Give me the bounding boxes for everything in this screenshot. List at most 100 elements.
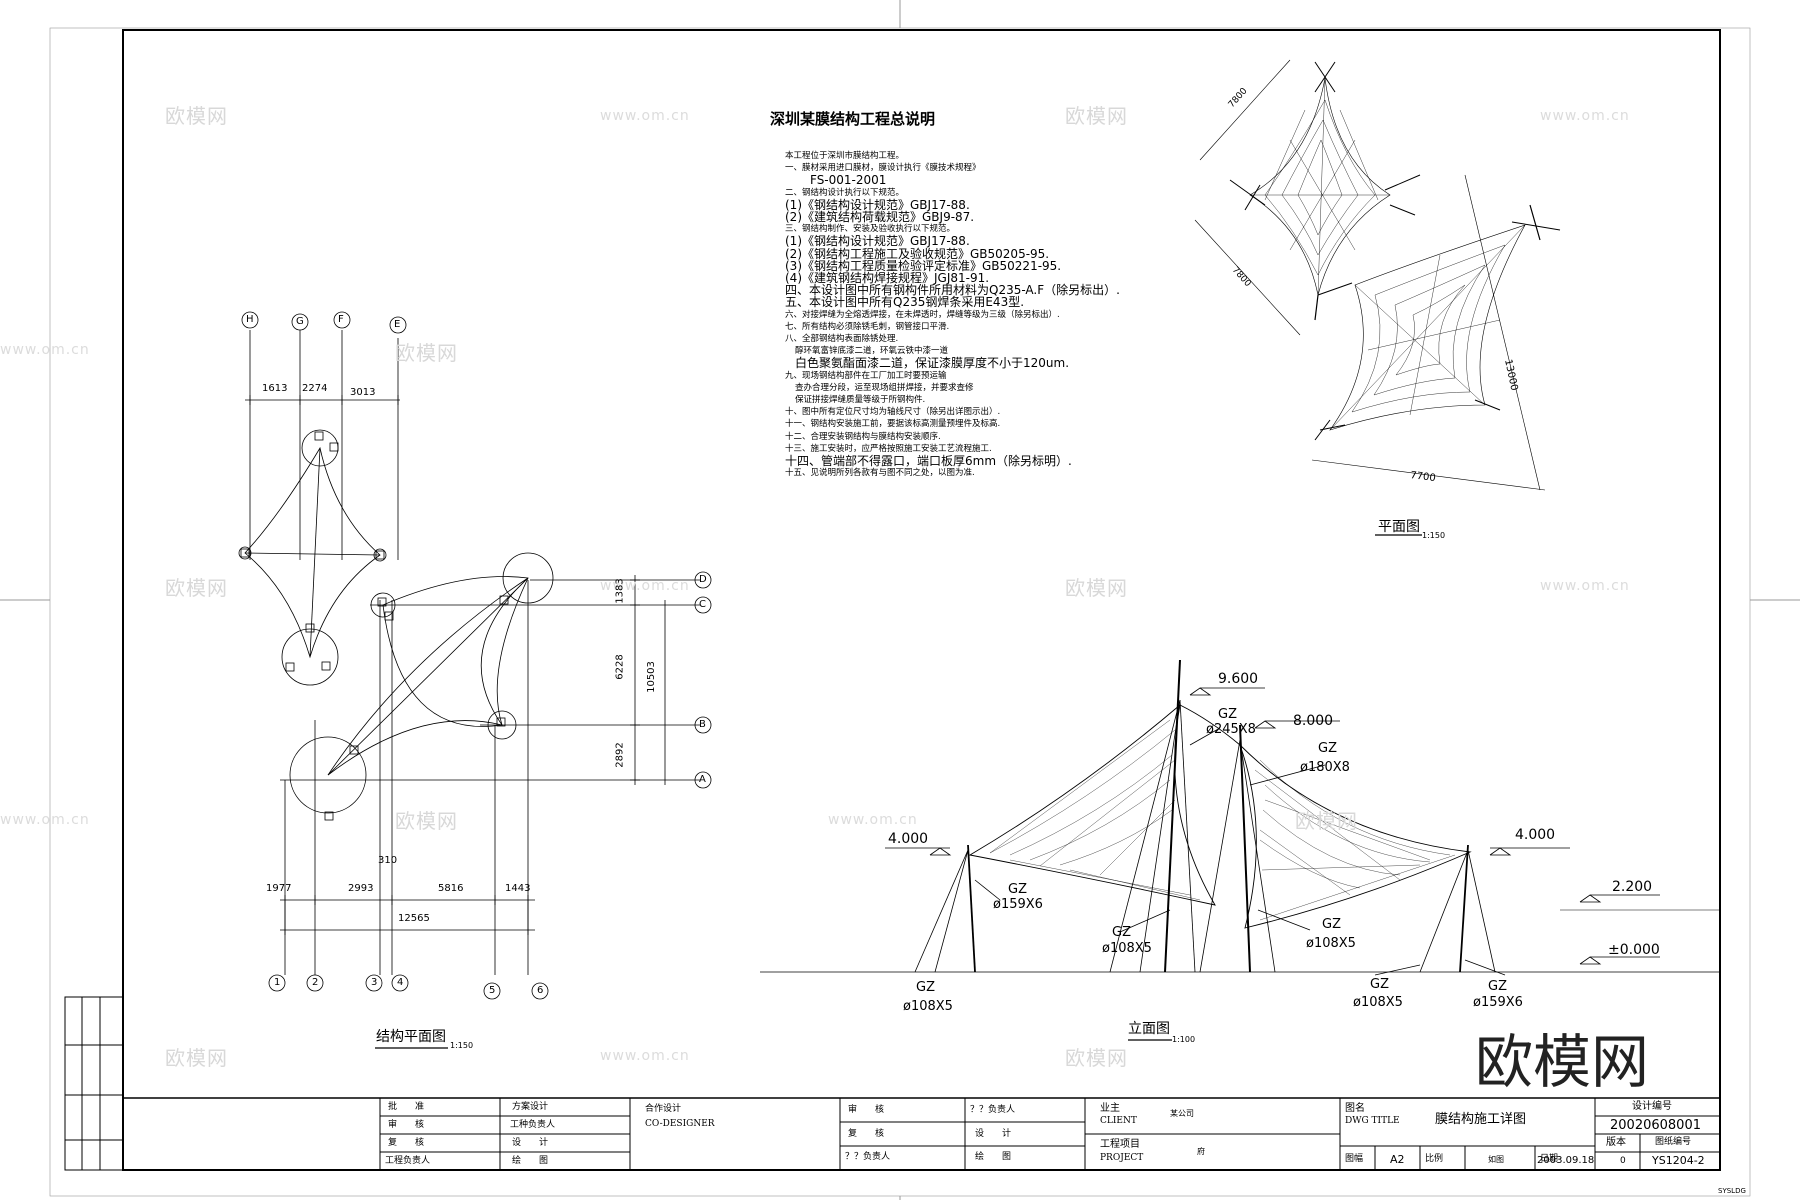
watermark-url-5: www.om.cn [1540,578,1630,594]
notes-title: 深圳某膜结构工程总说明 [770,110,936,128]
tb-design-2: 设 计 [975,1129,1012,1139]
member-gz-4-size: ø108X5 [1102,941,1152,956]
member-gz-2-type: GZ [1318,741,1337,756]
member-gz-1-type: GZ [1218,707,1237,722]
dim-right-2: 6228 [614,654,626,680]
note-line: 四、本设计图中所有钢构件所用材料为Q235-A.F（除另标出）. [785,283,1120,298]
axis-label-6: 6 [537,985,544,996]
svg-text:7700: 7700 [1410,470,1437,484]
tb-recheck-2: 复 核 [848,1129,885,1139]
elevation-scale: 1:100 [1172,1035,1196,1044]
dim-bottom-1: 1977 [266,883,292,894]
dim-bottom-4: 1443 [505,883,531,894]
dim-top-3: 3013 [350,387,376,398]
dim-bottom-3: 5816 [438,883,464,894]
elevation-title: 立面图 [1128,1021,1170,1037]
tb-rev-label: 版本 [1606,1137,1626,1148]
note-line: 十二、合理安装钢结构与膜结构安装顺序. [785,431,941,442]
member-gz-5-type: GZ [1322,917,1341,932]
watermark-url-2: www.om.cn [1540,108,1630,124]
tb-scale-value: 如图 [1488,1155,1504,1164]
note-line: FS-001-2001 [810,173,887,188]
dim-top-1: 1613 [262,383,288,394]
note-line: (2)《钢结构工程施工及验收规范》GB50205-95. [785,246,1050,261]
member-gz-6-size: ø108X5 [903,999,953,1014]
tb-design: 设 计 [512,1138,549,1148]
dim-right-1: 1383 [614,578,626,604]
plan-view-title: 平面图 [1378,519,1420,535]
tb-sheet-label: 图纸编号 [1655,1137,1692,1147]
tb-owner: 业主 [1100,1103,1120,1114]
note-line: 七、所有结构必须除锈毛刺，钢管接口平滑. [785,321,950,332]
structural-plan-scale: 1:150 [450,1041,474,1050]
watermark-brand-5: 欧模网 [1065,576,1128,600]
member-gz-7-type: GZ [1370,977,1389,992]
member-gz-2-size: ø180X8 [1300,760,1350,775]
member-gz-8-size: ø159X6 [1473,995,1523,1010]
note-line: 十三、施工安装时，应严格按照施工安装工艺流程施工. [785,443,992,454]
member-gz-5-size: ø108X5 [1306,936,1356,951]
note-line: 白色聚氨酯面漆二道，保证漆膜厚度不小于120um. [795,356,1070,371]
note-line: (1)《钢结构设计规范》GBJ17-88. [785,234,970,249]
tb-recheck: 复 核 [388,1138,425,1148]
member-gz-8-type: GZ [1488,979,1507,994]
watermark-url-7: www.om.cn [0,812,90,828]
level-4000-right: 4.000 [1515,827,1556,843]
tb-design-no-label: 设计编号 [1632,1101,1672,1112]
note-line: 六、对接焊缝为全熔透焊接，在未焊透时，焊缝等级为三级（除另标出）. [785,309,1060,320]
axis-label-1: 1 [274,977,281,988]
tb-lead-q-2: ？？负责人 [970,1105,1016,1115]
tb-drawing: 绘 图 [512,1156,549,1166]
level-8000: 8.000 [1293,713,1334,729]
member-gz-6-type: GZ [916,980,935,995]
note-line: 一、膜材采用进口膜材，膜设计执行《膜技术规程》 [785,163,981,174]
dim-extra: 310 [378,855,398,866]
level-2200: 2.200 [1612,879,1653,895]
tb-project-value: 府 [1197,1147,1205,1156]
axis-label-d: D [699,574,707,585]
axis-label-4: 4 [397,977,404,988]
axis-label-g: G [296,316,304,327]
tb-approve: 批 准 [388,1102,425,1112]
watermark-url-6: www.om.cn [828,812,918,828]
plan-view-drawing: 7800 7800 13000 7700 [1194,59,1561,536]
note-line: 五、本设计图中所有Q235钢焊条采用E43型. [785,295,1025,310]
note-line: 十五、见说明所列各款有与图不同之处，以图为准. [785,468,975,479]
corner-mark: SYSLDG [1718,1187,1746,1195]
tb-sheet-value: YS1204-2 [1652,1154,1705,1167]
note-line: 十、图中所有定位尺寸均为轴线尺寸（除另出详图示出）. [785,407,1001,418]
member-gz-3-size: ø159X6 [993,897,1043,912]
tb-review: 审 核 [388,1120,425,1130]
watermark-url-4: www.om.cn [600,578,690,594]
tb-scale-label: 比例 [1425,1154,1444,1164]
level-4000-left: 4.000 [888,831,929,847]
watermark-brand-8: 欧模网 [165,1046,228,1070]
axis-label-3: 3 [371,977,378,988]
axis-label-2: 2 [312,977,319,988]
watermark-brand-7: 欧模网 [1295,809,1358,833]
tb-co-design: 合作设计 [645,1104,682,1114]
tb-discipline: 工种负责人 [510,1120,556,1130]
watermark-brand-6: 欧模网 [395,809,458,833]
dim-top-2: 2274 [302,383,328,394]
watermark-brand-3: 欧模网 [395,341,458,365]
note-line: 十一、钢结构安装施工前，要据该标高测量预埋件及标高. [785,419,1001,430]
note-line: 二、钢结构设计执行以下规范。 [785,187,905,198]
tb-size-value: A2 [1390,1153,1405,1166]
axis-label-a: A [699,774,706,785]
watermark-url-1: www.om.cn [600,108,690,124]
note-line: 十四、管端部不得露口，端口板厚6mm（除另标明）. [785,454,1072,469]
level-0000: ±0.000 [1608,942,1660,958]
note-line: (2)《建筑结构荷载规范》GBJ9-87. [785,210,975,225]
level-9600: 9.600 [1218,671,1259,687]
watermark-brand-4: 欧模网 [165,576,228,600]
axis-label-b: B [699,719,706,730]
tb-client: CLIENT [1100,1116,1137,1126]
note-line: 本工程位于深圳市膜结构工程。 [785,151,905,161]
watermark-url-3: www.om.cn [0,342,90,358]
structural-plan-title: 结构平面图 [376,1029,446,1045]
tb-rev-value: 0 [1620,1156,1626,1166]
dim-right-total: 10503 [645,661,657,693]
watermark-brand-2: 欧模网 [1065,104,1128,128]
member-gz-4-type: GZ [1112,925,1131,940]
